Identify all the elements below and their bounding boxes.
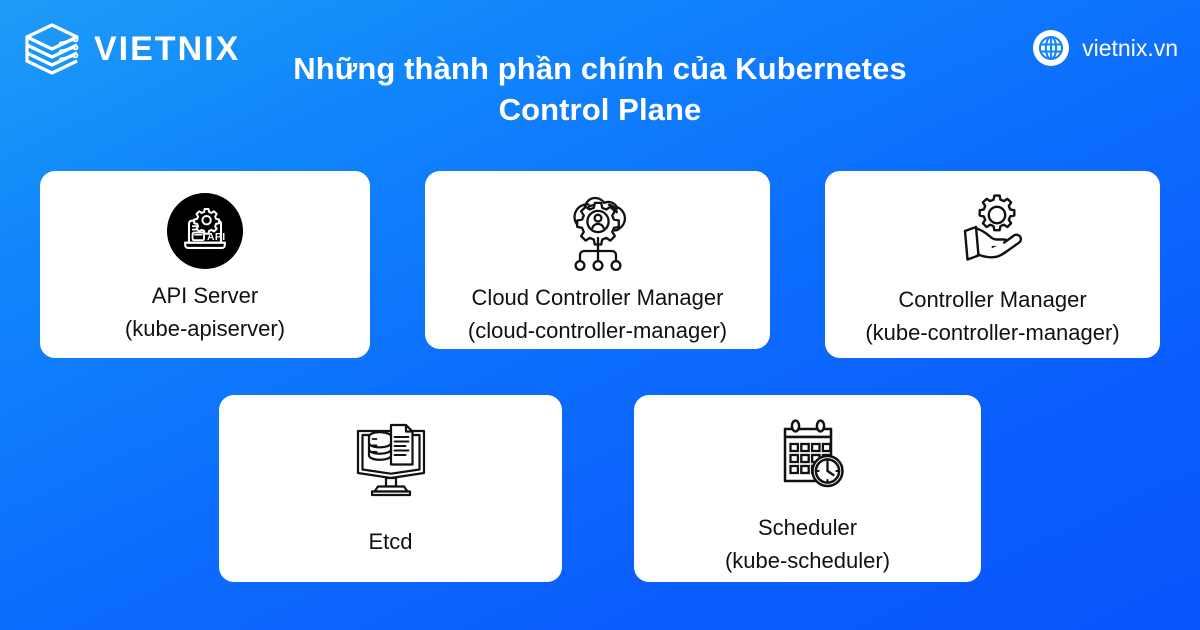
svg-text:API: API (207, 232, 226, 243)
card-scheduler-label: Scheduler (kube-scheduler) (724, 515, 891, 573)
page-title: Những thành phần chính của Kubernetes Co… (293, 51, 907, 127)
stacked-layers-icon (20, 18, 84, 82)
card-controller-manager[interactable]: Controller Manager (kube-controller-mana… (825, 171, 1160, 358)
globe-icon (1031, 28, 1071, 68)
card-cloud-controller-manager-label: Cloud Controller Manager (cloud-controll… (467, 285, 728, 343)
laptop-gear-api-icon: API (167, 193, 243, 269)
site-url-label: vietnix.vn (1082, 34, 1178, 61)
card-api-server-label: API Server (kube-apiserver) (124, 283, 286, 341)
card-controller-manager-label: Controller Manager (kube-controller-mana… (865, 287, 1120, 345)
brand-name: VIETNIX (94, 30, 241, 68)
brand-logo[interactable]: VIETNIX (20, 18, 240, 82)
calendar-clock-icon (765, 417, 851, 497)
header: VIETNIX Những thành phần chính của Kuber… (0, 0, 1200, 160)
card-scheduler[interactable]: Scheduler (kube-scheduler) (634, 395, 981, 582)
components-row-bottom: Etcd (0, 395, 1200, 582)
card-cloud-controller-manager[interactable]: Cloud Controller Manager (cloud-controll… (425, 171, 770, 349)
components-row-top: API API Server (kube-apiserver) (0, 171, 1200, 358)
cloud-gear-user-nodes-icon (552, 193, 644, 275)
monitor-database-document-icon (350, 417, 432, 499)
card-etcd-label: Etcd (368, 529, 413, 554)
components-grid: API API Server (kube-apiserver) (0, 171, 1200, 582)
site-badge[interactable]: vietnix.vn (1031, 28, 1178, 68)
card-api-server[interactable]: API API Server (kube-apiserver) (40, 171, 370, 358)
hand-holding-gear-icon (943, 193, 1043, 273)
card-etcd[interactable]: Etcd (219, 395, 562, 582)
